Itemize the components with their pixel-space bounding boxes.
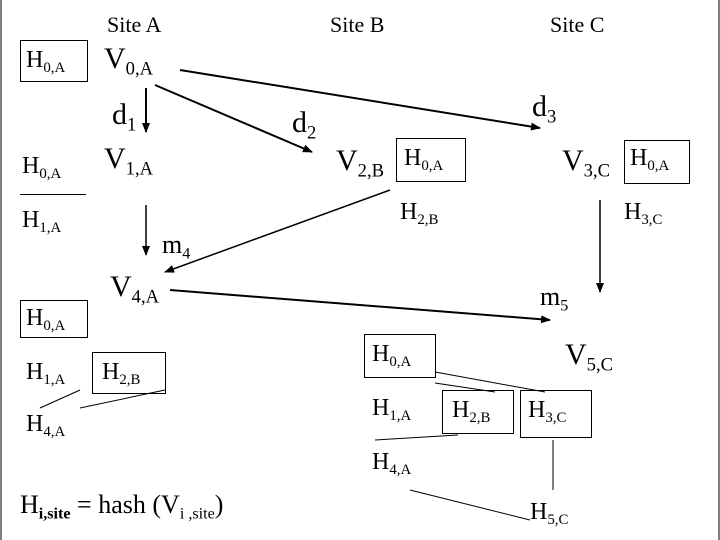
site-c-m5: m5 xyxy=(540,282,569,315)
site-c-tree-h3-box xyxy=(520,390,592,438)
site-c-d3: d3 xyxy=(532,90,557,128)
site-b-d2: d2 xyxy=(292,106,317,144)
site-c-h0: H0,A xyxy=(630,145,670,175)
site-a-h1-low: H1,A xyxy=(26,359,66,389)
site-a-top-hash-box xyxy=(20,40,88,82)
site-a-v0: V0,A xyxy=(104,42,154,80)
tree-c-line-4 xyxy=(409,489,531,521)
site-c-tree-h0-box xyxy=(364,334,436,378)
arrow-v2-to-v4 xyxy=(164,189,391,273)
tree-c-line-1 xyxy=(434,371,546,393)
site-a-h1-mid: H1,A xyxy=(22,207,62,237)
site-c-tree-h2b-box xyxy=(442,390,514,434)
arrow-v4-to-v5 xyxy=(169,289,551,324)
hash-formula: Hi,site = hash (Vi ,site) xyxy=(20,490,224,523)
site-c-tree-h3: H3,C xyxy=(528,397,567,427)
tree-c-line-2 xyxy=(374,434,459,441)
site-c-tree-h4: H4,A xyxy=(372,449,412,479)
site-c-title: Site C xyxy=(550,12,605,37)
site-a-h0-top: H0,A xyxy=(26,47,66,77)
site-b-h0: H0,A xyxy=(404,145,444,175)
site-b-title: Site B xyxy=(330,12,385,37)
site-a-h0-mid: H0,A xyxy=(22,153,62,183)
site-a-h0-low: H0,A xyxy=(26,305,66,335)
site-a-v1: V1,A xyxy=(104,142,154,180)
arrow-v0-to-v3 xyxy=(179,69,541,131)
site-c-v3: V3,C xyxy=(562,144,611,182)
site-c-h3: H3,C xyxy=(624,199,663,229)
site-a-title: Site A xyxy=(107,12,162,37)
arrow-v0-to-v2 xyxy=(154,84,313,153)
site-c-tree-h5: H5,C xyxy=(530,499,569,529)
site-c-tree-h1: H1,A xyxy=(372,395,412,425)
tree-a-line-1 xyxy=(39,389,81,409)
site-c-h0-box xyxy=(624,140,690,184)
site-a-v4: V4,A xyxy=(110,270,160,308)
site-a-h2b-low: H2,B xyxy=(102,359,141,389)
site-c-tree-h0: H0,A xyxy=(372,341,412,371)
site-a-m4: m4 xyxy=(162,230,191,263)
site-b-v2: V2,B xyxy=(336,144,385,182)
site-a-h2b-box xyxy=(92,352,166,394)
site-b-h0-box xyxy=(396,138,466,182)
site-b-h2: H2,B xyxy=(400,199,439,229)
site-a-h4-low: H4,A xyxy=(26,411,66,441)
site-c-tree-h2b: H2,B xyxy=(452,397,491,427)
site-a-low-hash-box xyxy=(20,300,88,338)
site-a-mid-divider xyxy=(20,194,86,197)
site-a-d1: d1 xyxy=(112,98,137,136)
site-c-v5: V5,C xyxy=(565,338,614,376)
